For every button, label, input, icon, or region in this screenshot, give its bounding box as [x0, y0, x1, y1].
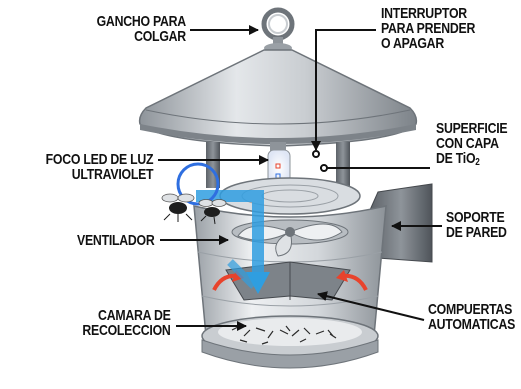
- bug-zapper-illustration: [138, 7, 433, 369]
- label-wall-mount: SOPORTE DE PARED: [446, 209, 507, 241]
- support-post-right: [336, 142, 350, 188]
- label-on-off-switch: INTERRUPTOR PARA PRENDER O APAGAR: [381, 5, 476, 52]
- leader-gates: [317, 291, 425, 321]
- label-collection-chamber: CAMARA DE RECOLECCION: [82, 307, 171, 339]
- label-fan: VENTILADOR: [77, 232, 155, 249]
- insect-2: [198, 199, 227, 225]
- label-tio2-surface: SUPERFICIE CON CAPA DE TiO2: [436, 120, 508, 168]
- label-automatic-gates: COMPUERTAS AUTOMATICAS: [428, 301, 516, 333]
- leader-lines: [158, 25, 442, 331]
- label-uv-led-bulb: FOCO LED DE LUZ ULTRAVIOLET: [45, 151, 153, 183]
- insect-1: [161, 193, 195, 222]
- label-hanging-hook: GANCHO PARA COLGAR: [96, 13, 187, 45]
- airflow-path: [196, 190, 270, 294]
- leader-switch: [311, 29, 376, 151]
- hanging-hook: [261, 7, 295, 53]
- uv-light-glow: [176, 162, 220, 206]
- collection-tray: [201, 315, 379, 369]
